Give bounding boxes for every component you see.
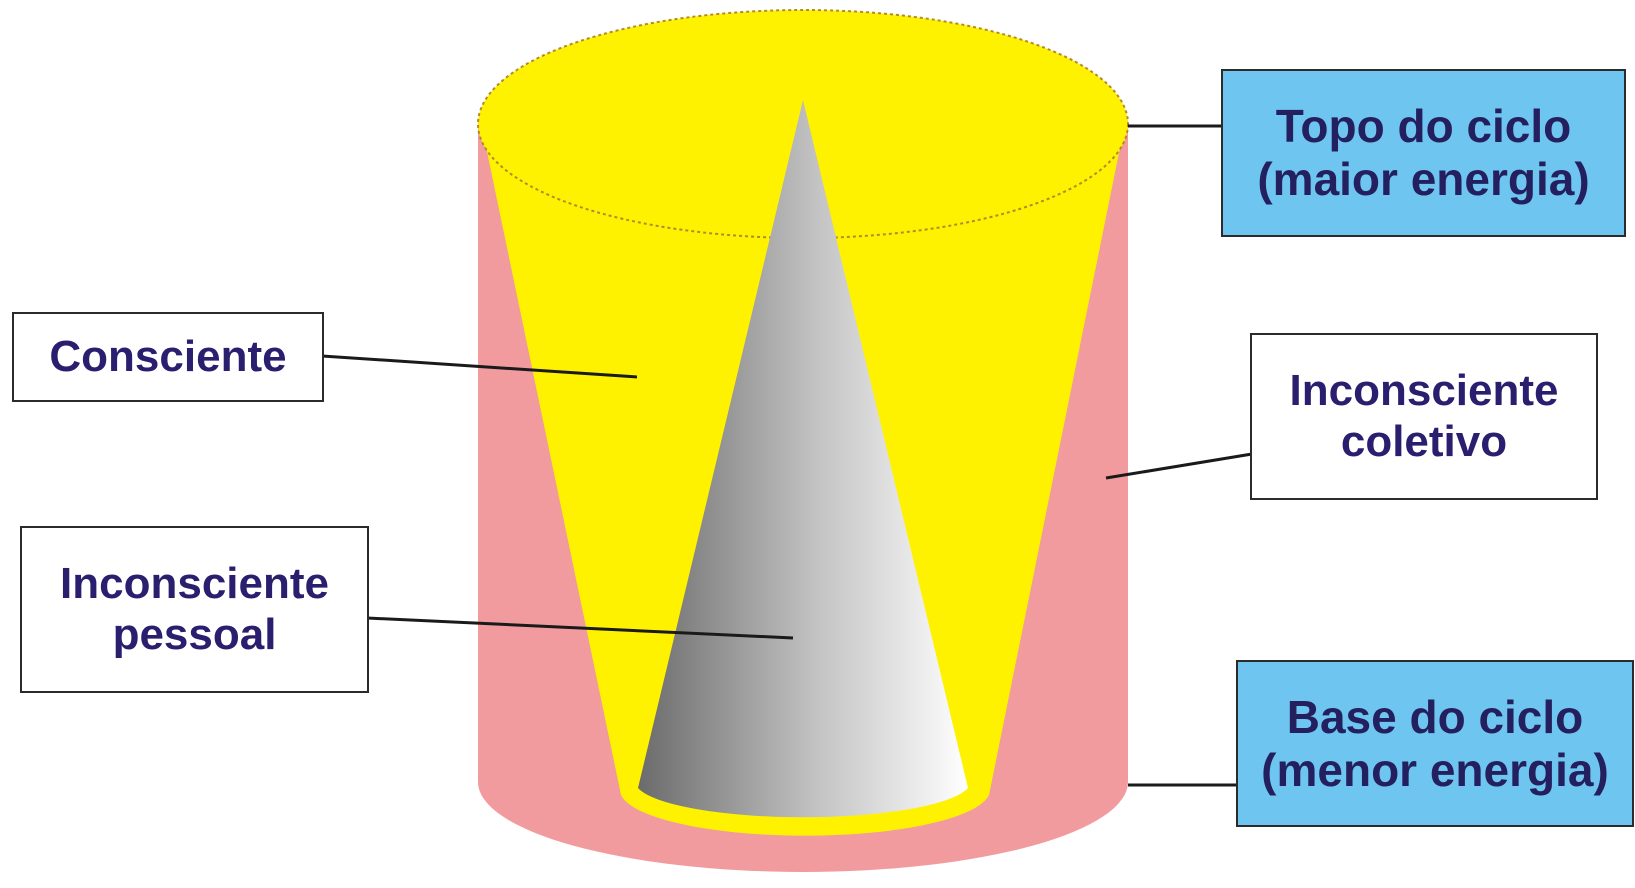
- label-inconsciente-coletivo-line2: coletivo: [1340, 416, 1508, 466]
- leader-line-consciente: [321, 354, 638, 379]
- label-inconsciente-pessoal-line1: Inconsciente: [60, 558, 329, 608]
- label-base-line2: (menor energia): [1261, 743, 1609, 796]
- label-inconsciente-coletivo: Inconsciente coletivo: [1250, 333, 1598, 500]
- personal-unconscious-cone: [638, 100, 968, 818]
- leader-line-inconsciente-pessoal: [366, 616, 794, 640]
- label-base-line1: Base do ciclo: [1286, 690, 1584, 743]
- label-consciente-text: Consciente: [49, 331, 287, 381]
- label-inconsciente-pessoal: Inconsciente pessoal: [20, 526, 369, 693]
- label-topo-line1: Topo do ciclo: [1275, 100, 1572, 153]
- leader-line-inconsciente-coletivo: [1105, 452, 1253, 480]
- label-inconsciente-coletivo-line1: Inconsciente: [1289, 365, 1559, 415]
- label-topo-do-ciclo: Topo do ciclo (maior energia): [1221, 69, 1626, 237]
- label-consciente: Consciente: [12, 312, 324, 402]
- label-inconsciente-pessoal-line2: pessoal: [112, 609, 277, 659]
- label-topo-line2: (maior energia): [1257, 153, 1590, 205]
- label-base-do-ciclo: Base do ciclo (menor energia): [1236, 660, 1634, 827]
